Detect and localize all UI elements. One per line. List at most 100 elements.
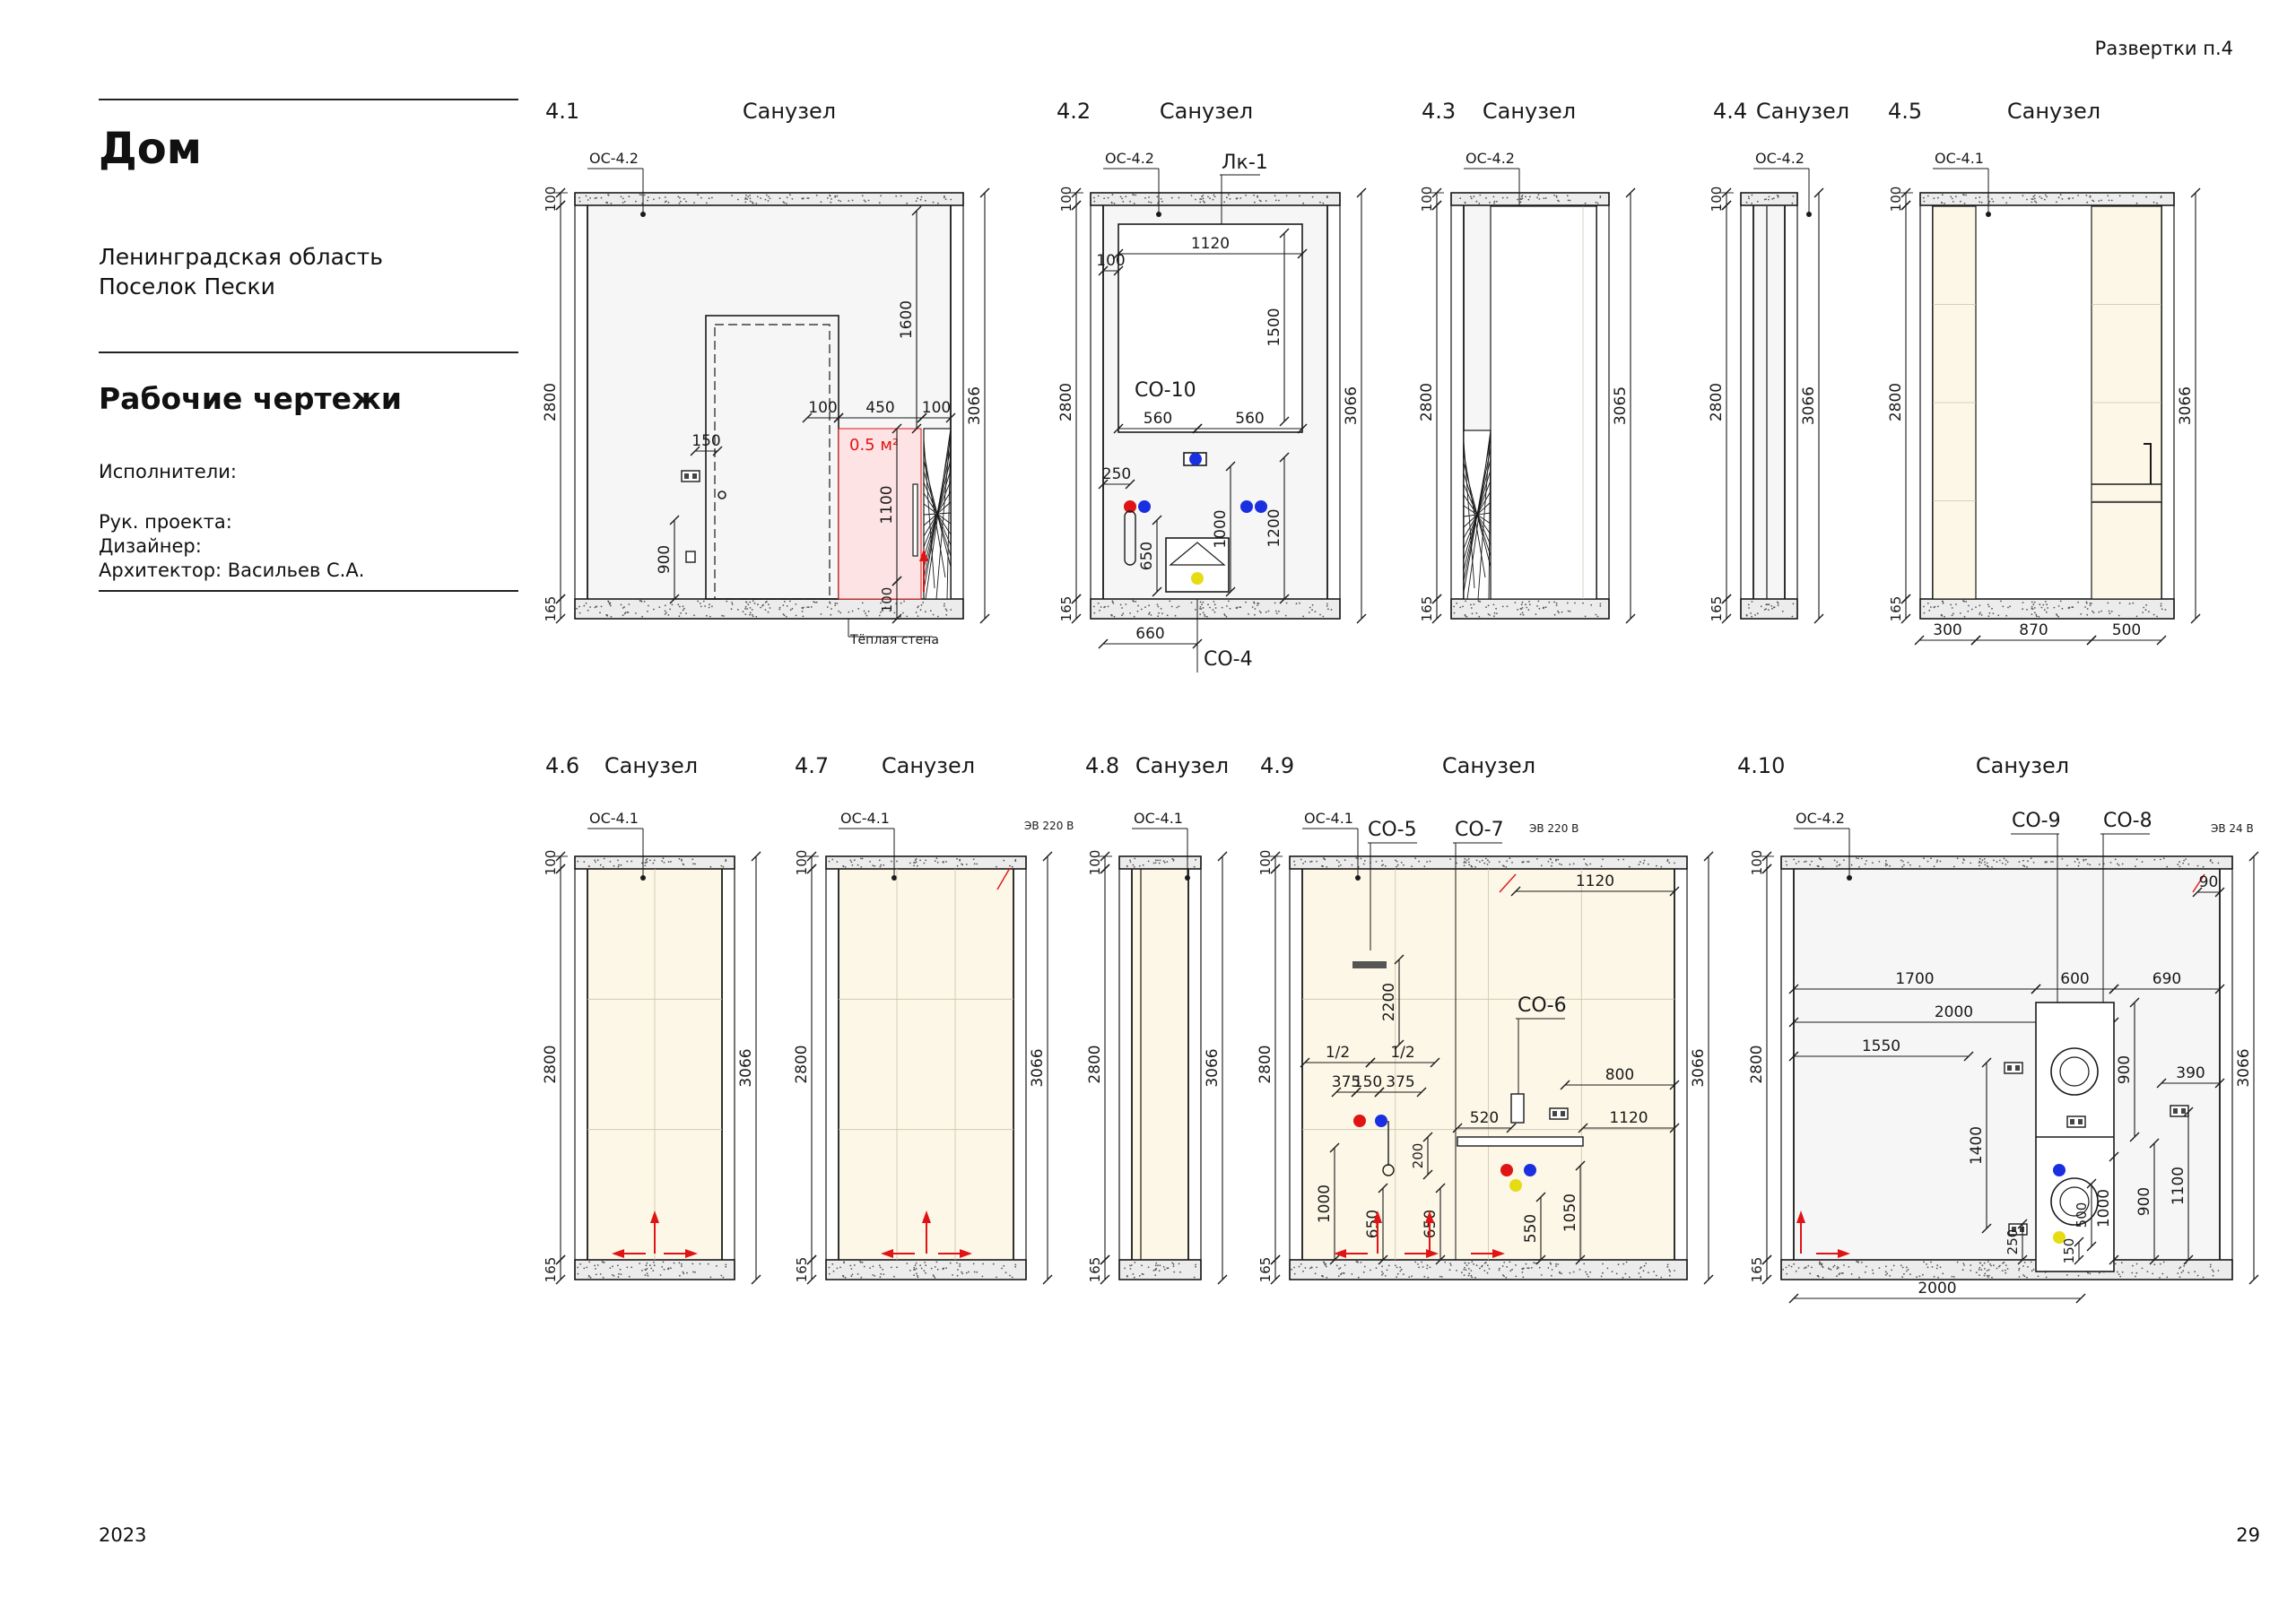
concrete-speck [2002, 605, 2005, 608]
concrete-speck [1375, 1267, 1378, 1269]
concrete-speck [791, 607, 794, 610]
concrete-speck [1569, 610, 1571, 612]
concrete-speck [973, 863, 976, 865]
concrete-speck [828, 860, 831, 863]
concrete-speck [1456, 1270, 1457, 1271]
concrete-speck [648, 196, 649, 198]
concrete-speck [1202, 195, 1205, 196]
concrete-speck [972, 858, 975, 861]
concrete-speck [742, 611, 744, 612]
dimension-tick [1578, 1123, 1588, 1133]
concrete-speck [2209, 1265, 2212, 1268]
concrete-speck [2179, 865, 2181, 868]
concrete-speck [1162, 1266, 1165, 1268]
fixture-tag: СО-4 [1204, 648, 1253, 671]
concrete-speck [883, 1273, 885, 1275]
concrete-speck [1314, 611, 1317, 613]
concrete-speck [917, 606, 918, 609]
concrete-speck [1771, 198, 1773, 200]
concrete-speck [686, 1271, 688, 1274]
concrete-speck [1909, 864, 1911, 866]
concrete-speck [1487, 604, 1490, 607]
concrete-speck [1362, 1271, 1365, 1273]
concrete-speck [2166, 865, 2169, 868]
concrete-speck [2031, 1270, 2033, 1272]
concrete-speck [2061, 858, 2064, 860]
dimension-label: 100 [922, 399, 951, 417]
concrete-speck [1624, 1272, 1627, 1275]
concrete-speck [919, 198, 922, 201]
water-outlet-blue [2053, 1164, 2066, 1176]
dimension-label: 1600 [898, 300, 916, 339]
concrete-speck [786, 196, 788, 199]
concrete-speck [1213, 195, 1216, 198]
concrete-speck [1340, 864, 1342, 866]
concrete-speck [1751, 203, 1752, 204]
concrete-speck [609, 602, 612, 604]
concrete-speck [1660, 1276, 1663, 1279]
dimension-label: 560 [1144, 410, 1172, 428]
concrete-speck [913, 1266, 916, 1269]
concrete-speck [1171, 1262, 1174, 1264]
concrete-speck [802, 615, 804, 618]
concrete-speck [1836, 865, 1838, 867]
concrete-speck [1984, 1268, 1986, 1270]
finish-tag: ОС-4.2 [1796, 810, 1845, 827]
concrete-speck [1765, 603, 1768, 606]
concrete-speck [1310, 1266, 1313, 1269]
concrete-speck [746, 608, 748, 610]
leader-dot [1986, 212, 1991, 217]
concrete-speck [617, 859, 619, 862]
concrete-speck [2053, 606, 2056, 609]
concrete-speck [751, 613, 753, 616]
dimension-label: 3066 [966, 386, 984, 425]
concrete-speck [757, 603, 759, 606]
concrete-speck [2085, 601, 2088, 603]
concrete-speck [1916, 1276, 1918, 1278]
concrete-speck [1979, 864, 1980, 867]
concrete-speck [1521, 197, 1524, 200]
concrete-speck [1615, 1272, 1618, 1275]
concrete-speck [828, 1272, 831, 1275]
dimension-tick [1788, 984, 1799, 994]
concrete-speck [874, 1275, 876, 1277]
concrete-speck [2035, 613, 2038, 616]
concrete-speck [1505, 866, 1508, 868]
concrete-speck [677, 195, 680, 198]
concrete-speck [924, 199, 926, 202]
concrete-speck [1440, 1276, 1443, 1278]
concrete-speck [1962, 600, 1964, 602]
concrete-speck [709, 1276, 712, 1279]
concrete-speck [848, 611, 850, 613]
concrete-speck [716, 1264, 718, 1267]
concrete-speck [646, 858, 648, 860]
concrete-speck [1381, 860, 1383, 862]
dimension-tick [2156, 1078, 2167, 1089]
concrete-speck [1983, 858, 1986, 860]
concrete-speck [1628, 1276, 1631, 1279]
concrete-speck [2080, 613, 2083, 615]
concrete-speck [1498, 1269, 1500, 1271]
concrete-speck [1797, 1267, 1800, 1269]
concrete-speck [1840, 1271, 1843, 1274]
concrete-speck [1321, 1275, 1323, 1277]
concrete-speck [1751, 194, 1753, 196]
concrete-speck [2089, 195, 2092, 198]
concrete-speck [791, 198, 794, 200]
concrete-speck [583, 1267, 586, 1270]
concrete-speck [1803, 1267, 1805, 1270]
dimension-label: 600 [2060, 970, 2089, 988]
concrete-speck [1417, 1263, 1419, 1265]
dimension-label: 2800 [1257, 1045, 1274, 1083]
concrete-speck [1485, 606, 1487, 608]
hatch-line [1466, 430, 1492, 600]
concrete-speck [1642, 862, 1645, 864]
concrete-speck [1154, 1264, 1157, 1267]
concrete-slab [574, 192, 964, 206]
concrete-speck [1643, 1264, 1646, 1267]
dimension-label: 165 [543, 596, 559, 622]
concrete-speck [1569, 1271, 1571, 1274]
concrete-speck [1979, 196, 1981, 198]
concrete-speck [813, 601, 814, 603]
